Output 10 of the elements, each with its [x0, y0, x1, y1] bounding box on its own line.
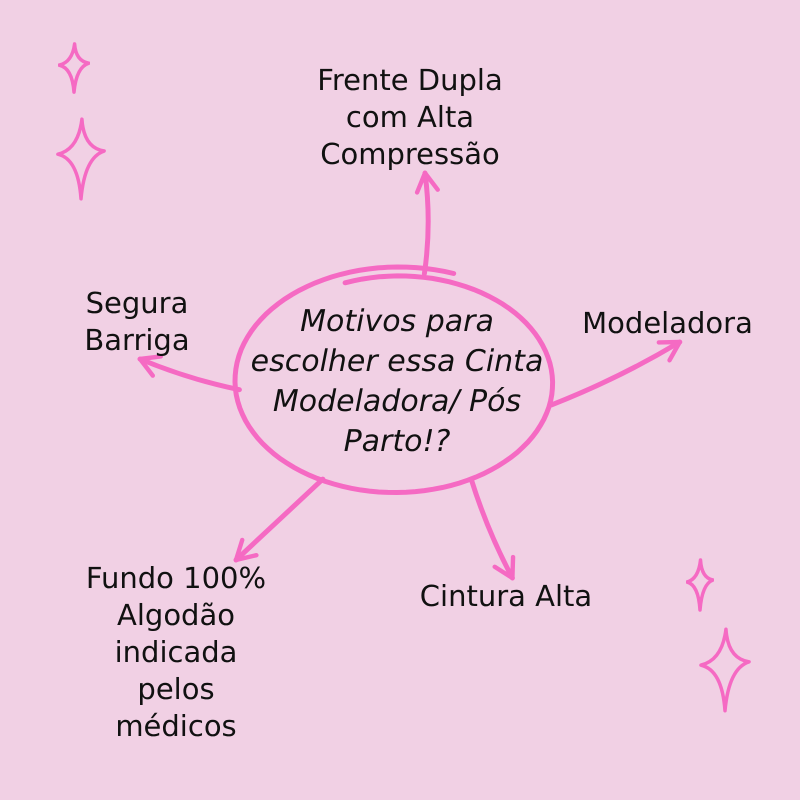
reason-text: Cintura Alta: [400, 578, 612, 615]
reason-text: Segura Barriga: [62, 285, 212, 359]
arrow: [234, 476, 326, 562]
reason-text: Fundo 100% Algodão indicada pelos médicos: [76, 560, 276, 745]
arrow: [549, 340, 682, 408]
reason-text: Frente Dupla com Alta Compressão: [285, 62, 535, 173]
arrow: [138, 354, 242, 392]
topic-text: Motivos para escolher essa Cinta Modeladora/ Pós Parto!?: [250, 303, 544, 461]
arrow: [414, 170, 440, 276]
reason-text: Modeladora: [565, 305, 770, 342]
